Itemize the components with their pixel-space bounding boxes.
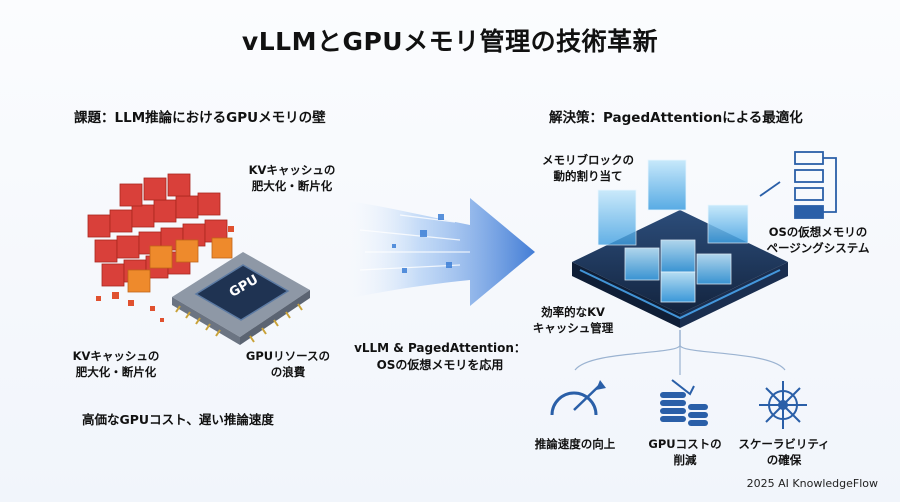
- problem-heading: 課題：LLM推論におけるGPUメモリの壁: [74, 110, 326, 126]
- vllm-caption: vLLM & PagedAttention：OSの仮想メモリを応用: [354, 341, 526, 372]
- page-title: vLLMとGPUメモリ管理の技術革新: [241, 27, 659, 56]
- benefit-scalability: スケーラビリティの確保: [738, 437, 830, 467]
- speedometer-icon: [550, 380, 606, 416]
- transition-arrow: [340, 198, 535, 306]
- kv-cache-label-bottom: KVキャッシュの肥大化・断片化: [72, 349, 160, 379]
- benefit-speed: 推論速度の向上: [534, 437, 616, 451]
- memory-block-label: メモリブロックの動的割り当て: [542, 153, 634, 183]
- coin-stack-icon: [660, 379, 708, 426]
- benefit-connectors: [574, 330, 786, 375]
- gpu-waste-label: GPUリソースのの浪費: [245, 349, 331, 379]
- kv-cache-label-top: KVキャッシュの肥大化・断片化: [248, 163, 336, 193]
- network-scale-icon: [759, 381, 807, 429]
- solution-heading: 解決策：PagedAttentionによる最適化: [549, 110, 803, 126]
- os-paging-label: OSの仮想メモリのページングシステム: [766, 225, 870, 255]
- gpu-chip: [172, 252, 310, 345]
- paging-system-icon: [759, 151, 837, 219]
- problem-summary: 高価なGPUコスト、遅い推論速度: [82, 412, 274, 427]
- memory-blocks: [597, 159, 749, 303]
- kv-cache-cubes: [87, 173, 234, 322]
- benefit-cost: GPUコストの削減: [648, 437, 722, 467]
- footer-credit: 2025 AI KnowledgeFlow: [746, 477, 878, 490]
